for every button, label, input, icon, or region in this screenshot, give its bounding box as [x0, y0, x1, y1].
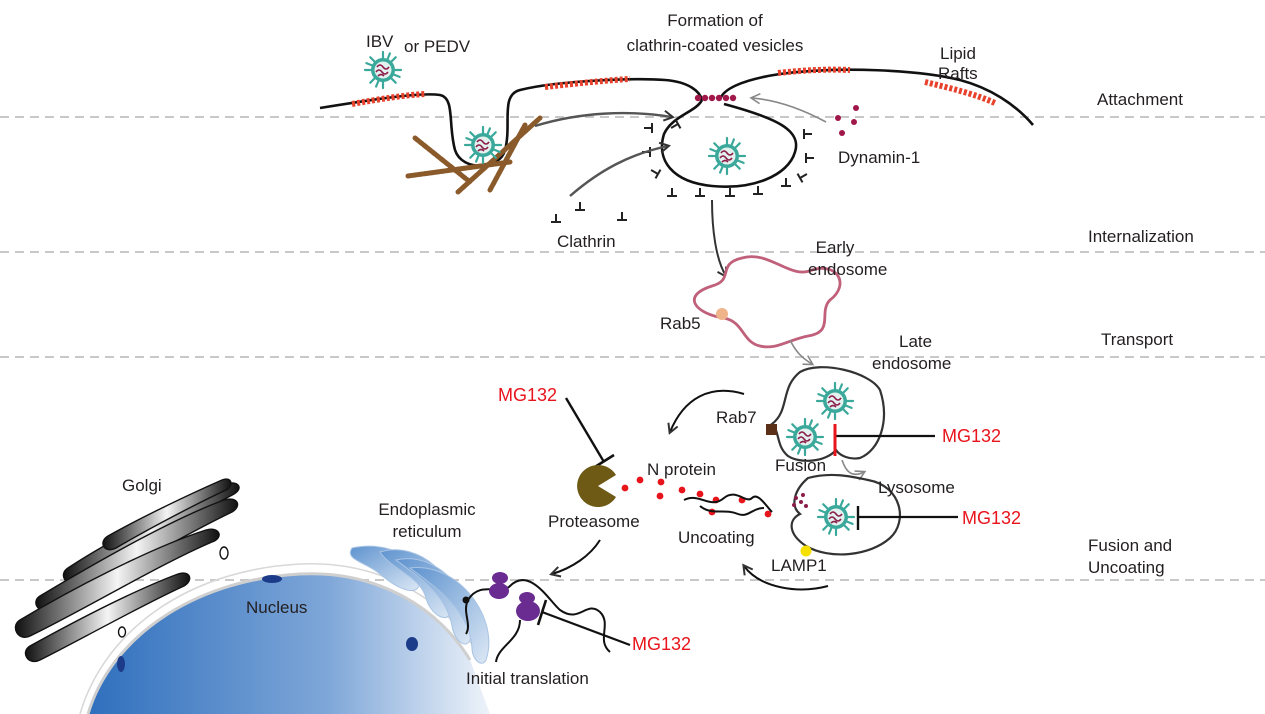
virus-icon [816, 497, 856, 537]
proteasome-icon [577, 465, 616, 507]
viral-rna-strand [683, 493, 773, 516]
rab7-label: Rab7 [716, 408, 757, 427]
actin-filaments [405, 115, 543, 195]
rafts-label-line2: Rafts [938, 64, 978, 83]
er-label-line2: reticulum [392, 522, 462, 541]
lamp1-marker [800, 545, 812, 557]
virus-label-line1: IBV [366, 32, 394, 51]
arrow-clathrin-to-vesicle [569, 146, 668, 197]
lysosome-label: Lysosome [878, 478, 955, 497]
nuclear-pore [262, 575, 282, 583]
lysosome [790, 473, 901, 556]
proteasome-label: Proteasome [548, 512, 640, 531]
late-endosome-label-line2: endosome [872, 354, 952, 373]
late-endosome-label-line1: Late [899, 332, 933, 351]
arrow-vesicle-to-early-endosome [711, 199, 726, 276]
virus-icon [363, 50, 403, 90]
lipid-raft-segment [544, 76, 631, 90]
inhibitor-late-endosome [833, 424, 935, 456]
inhibitor-translation [536, 599, 631, 647]
nucleus [79, 563, 490, 714]
late-endosome [770, 366, 885, 462]
stage-internalization: Internalization [1088, 227, 1194, 246]
arrow-rab7-to-proteasome [670, 389, 745, 432]
golgi [14, 478, 240, 663]
endoplasmic-reticulum [349, 545, 490, 664]
virus-icon [785, 417, 825, 457]
ccv-label-line2: clathrin-coated vesicles [626, 36, 804, 55]
virus-icon [815, 381, 855, 421]
lamp1-label: LAMP1 [771, 556, 827, 575]
stage-transport: Transport [1101, 330, 1174, 349]
nuclear-pore [406, 637, 418, 651]
er-label-line1: Endoplasmic [378, 500, 476, 519]
arrow-early-to-late-endosome [789, 339, 815, 366]
arrow-pit-to-vesicle [534, 113, 672, 128]
arrow-dynamin-to-neck [749, 92, 827, 123]
mg132-late-endosome-label: MG132 [942, 426, 1002, 446]
inhibitor-proteasome [564, 397, 615, 472]
mg132-proteasome-label: MG132 [498, 385, 558, 405]
inhibitor-lysosome [856, 506, 958, 530]
uncoating-label: Uncoating [678, 528, 755, 547]
rab7-marker [766, 424, 777, 435]
initial-translation-label: Initial translation [466, 669, 589, 688]
arrow-lysosome-to-uncoating [744, 566, 829, 591]
arrow-late-to-lysosome [841, 459, 867, 481]
free-clathrin [550, 201, 628, 223]
n-protein-dots [621, 476, 772, 518]
rab5-marker [716, 308, 728, 320]
uncoated-rna [792, 493, 808, 508]
virus-icon [707, 136, 747, 176]
stage-fusion-line1: Fusion and [1088, 536, 1173, 555]
virus-icon [463, 125, 503, 165]
mg132-lysosome-label: MG132 [962, 508, 1022, 528]
clathrin-label: Clathrin [557, 232, 616, 251]
early-endosome-label-line1: Early [815, 238, 855, 257]
mg132-translation-label: MG132 [632, 634, 692, 654]
dynamin-label: Dynamin-1 [838, 148, 921, 167]
dynamin-ring [694, 94, 737, 102]
stage-separators [0, 116, 1265, 581]
lipid-raft-segment [777, 66, 851, 76]
nuclear-pore [117, 656, 125, 672]
early-endosome-label-line2: endosome [808, 260, 888, 279]
rafts-label-line1: Lipid [940, 44, 976, 63]
free-dynamin [835, 105, 859, 136]
virus-label-line2: or PEDV [404, 37, 471, 56]
arrow-proteasome-to-translation [552, 539, 601, 574]
ccv-label-line1: Formation of [667, 11, 763, 30]
ribosome-complex [462, 572, 611, 663]
nucleus-label: Nucleus [246, 598, 308, 617]
golgi-label: Golgi [122, 476, 162, 495]
rab5-label: Rab5 [660, 314, 701, 333]
plasma-membrane [319, 68, 1034, 188]
stage-fusion-line2: Uncoating [1088, 558, 1165, 577]
lipid-raft-segment [924, 79, 997, 106]
fusion-label: Fusion [775, 456, 827, 475]
lipid-rafts [351, 66, 997, 107]
n-protein-label: N protein [647, 460, 716, 479]
lipid-raft-segment [351, 91, 426, 107]
early-endosome [692, 255, 842, 349]
stage-attachment: Attachment [1097, 90, 1183, 109]
